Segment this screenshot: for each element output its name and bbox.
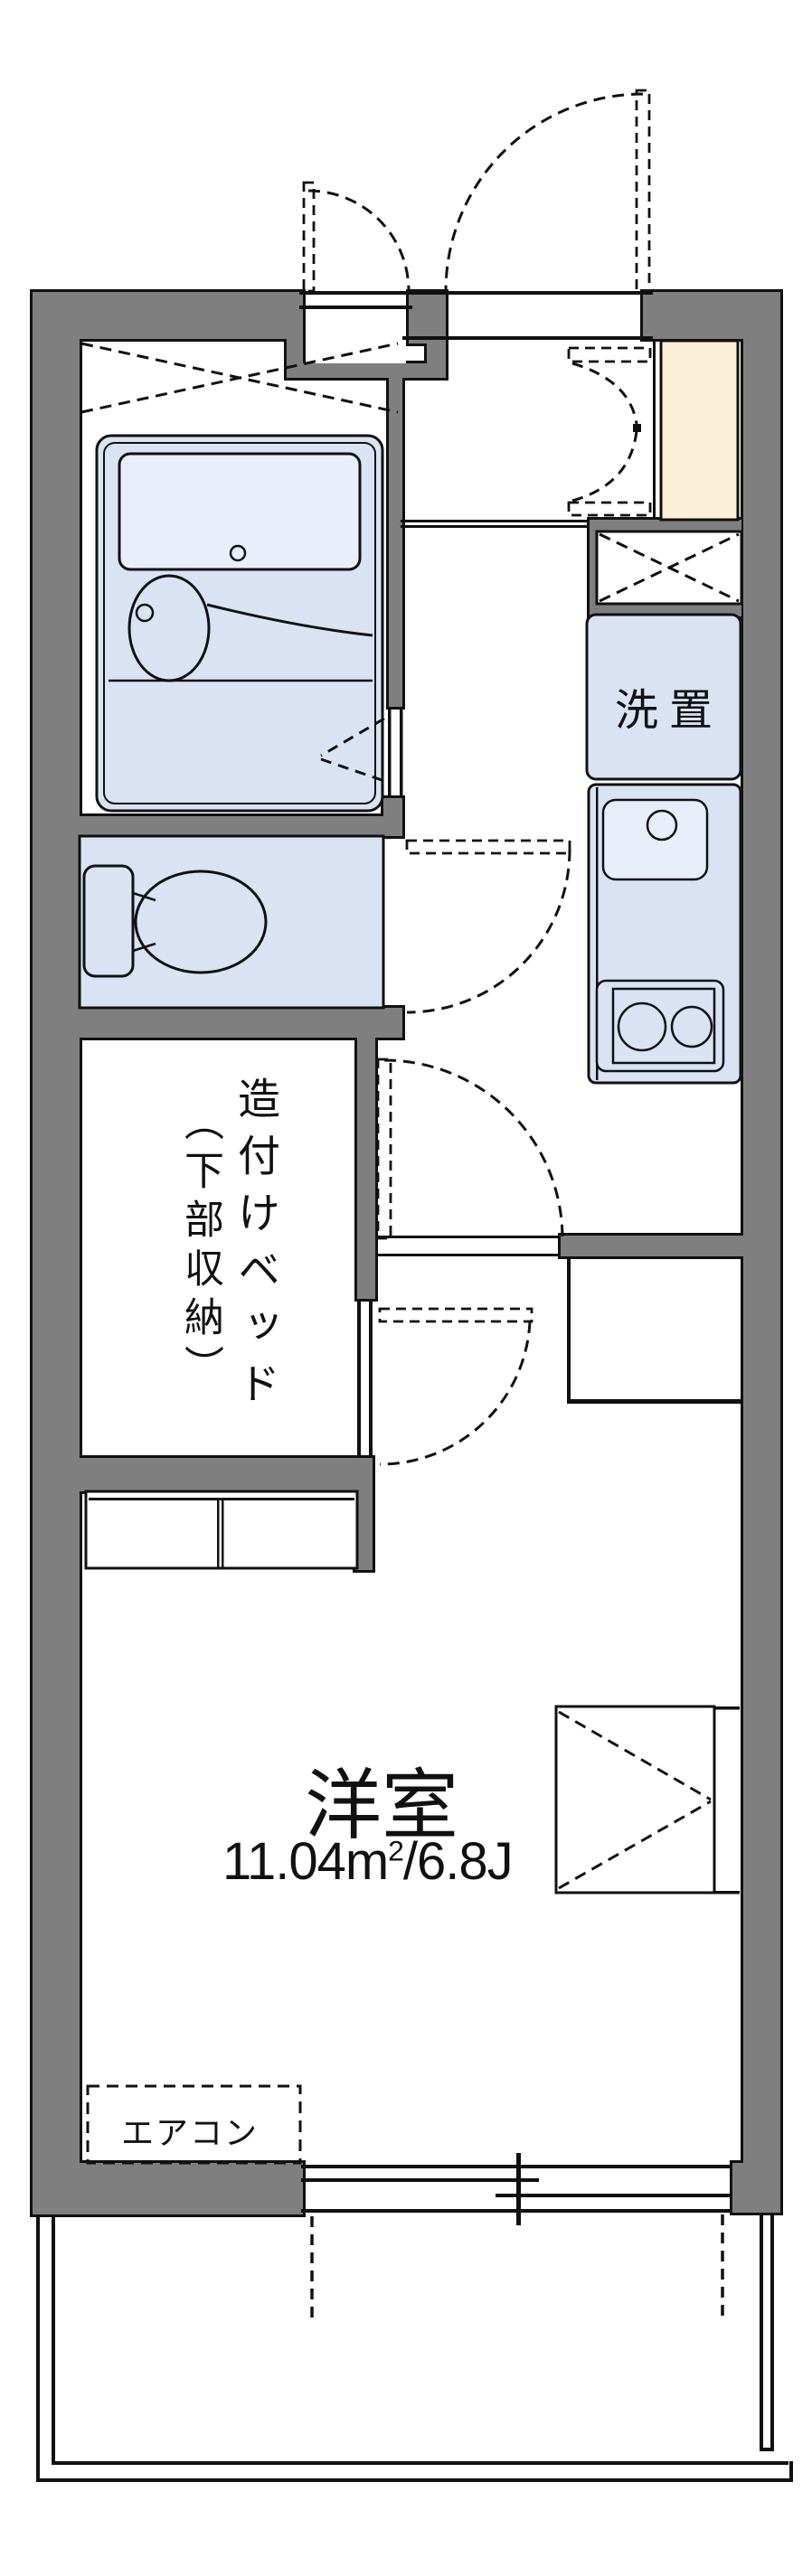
bathroom-folding-door (320, 707, 403, 798)
balcony (36, 2213, 793, 2482)
bed-label-col1: 造付けベッド (231, 1076, 279, 1418)
entrance-step-line (401, 520, 590, 528)
bed-shelf (84, 1490, 359, 1570)
shoe-cabinet (653, 339, 740, 522)
entrance-door-arc (444, 92, 644, 292)
entrance-storage-niche (306, 295, 406, 363)
aircon-box (86, 2084, 302, 2165)
stove-burner-icon (670, 1005, 713, 1048)
closet-upper (567, 1258, 743, 1404)
kitchen-unit (587, 783, 742, 1085)
bathtub-basin (118, 452, 362, 571)
bed-door-leaf (378, 1307, 533, 1323)
entrance-door-leaf (635, 89, 651, 293)
bathtub-unit (95, 434, 384, 813)
toilet-tank (82, 864, 135, 978)
toilet-door-leaf (405, 839, 571, 855)
washer-space-label: 洗置 (614, 687, 723, 735)
washer-space-box (585, 613, 742, 781)
room-area-label: 11.04m2/6.8J (222, 1832, 514, 1891)
kitchen-sink (601, 798, 709, 881)
bathroom-shelf-x (80, 342, 399, 414)
kitchen-faucet-icon (646, 809, 678, 841)
room-door-arc (383, 1058, 564, 1239)
storage-door-arc (307, 189, 411, 292)
toilet-room (78, 834, 385, 1010)
washbasin (127, 574, 211, 682)
room-name-label: 洋室 (305, 1763, 459, 1849)
balcony-partition-dashes (310, 2214, 724, 2325)
aircon-label: エアコン (121, 2114, 260, 2151)
room-door-threshold (375, 1236, 561, 1256)
entrance-threshold (402, 291, 653, 340)
doors (302, 89, 651, 1466)
toilet-door-arc (406, 849, 571, 1014)
bed-opening-lines (357, 1299, 373, 1458)
bathtub-drain-icon (229, 544, 247, 562)
storage-door-leaf (302, 181, 316, 293)
washbasin-faucet-icon (135, 603, 155, 623)
bed-label-col2: （下部収納） (178, 1101, 222, 1394)
shoe-cabinet-doors (567, 346, 652, 517)
bed-door-arc (379, 1321, 532, 1466)
washer-pan-x (599, 532, 740, 603)
window-sliding (301, 2153, 732, 2225)
niche-threshold-lines (299, 291, 412, 309)
counter-edge-line (206, 603, 373, 637)
closet-lower (554, 1705, 740, 1894)
stove-burner-icon (617, 1001, 667, 1052)
walls (33, 292, 780, 2214)
room-door-leaf (376, 1058, 392, 1240)
toilet-bowl (134, 870, 268, 974)
